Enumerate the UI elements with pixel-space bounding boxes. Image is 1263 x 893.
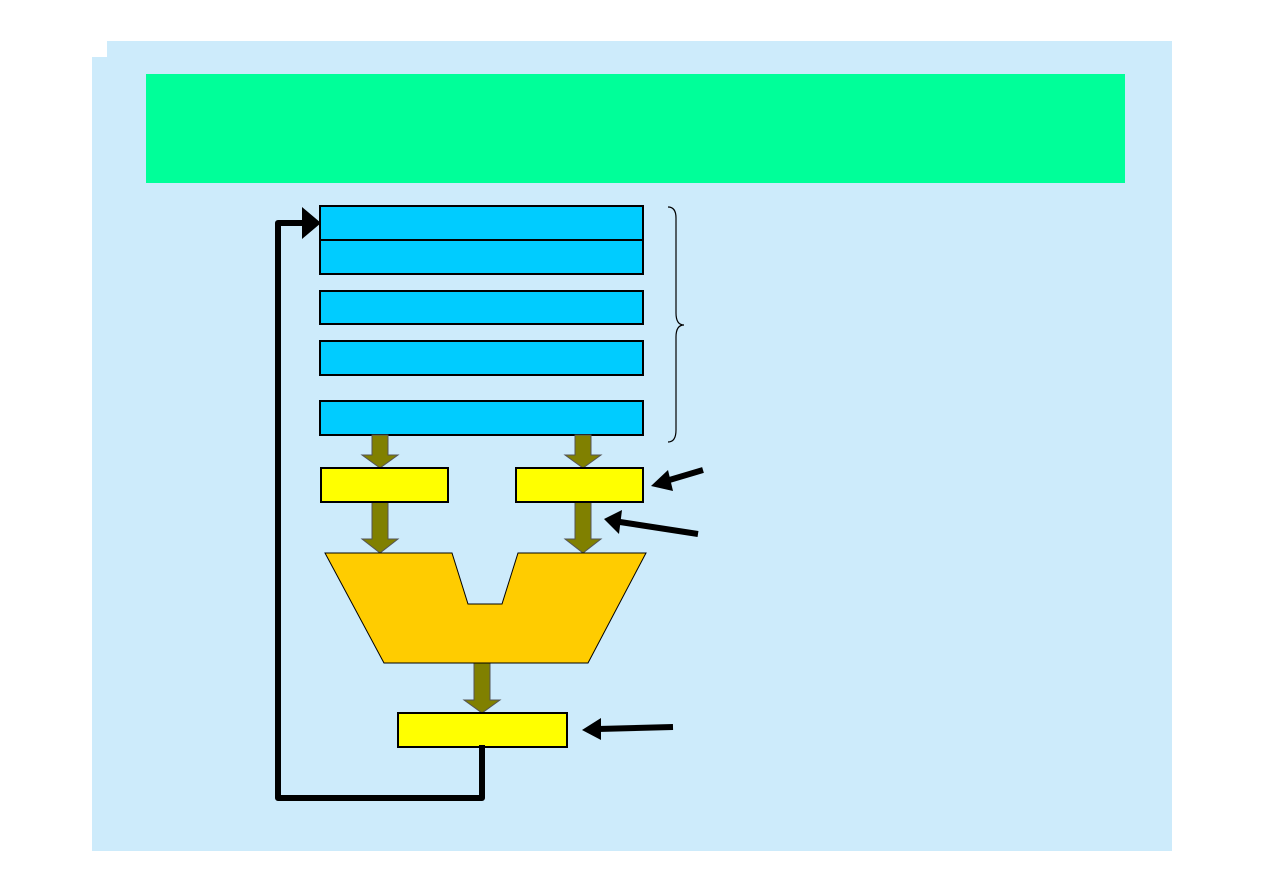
arrow-down-icon	[360, 501, 400, 554]
curly-brace-icon	[667, 206, 685, 443]
latch-a	[320, 467, 449, 503]
pointer-arrows	[582, 467, 704, 740]
title-bar	[146, 74, 1125, 183]
pointer-arrow-icon	[582, 718, 674, 740]
register-4	[319, 400, 644, 436]
arrow-down-icon	[462, 662, 502, 714]
register-1	[319, 239, 644, 275]
pointer-arrow-icon	[651, 467, 704, 491]
data-flow-arrows	[360, 434, 603, 714]
arrow-down-icon	[563, 501, 603, 554]
pointer-arrow-icon	[604, 510, 699, 537]
register-file	[319, 205, 644, 436]
register-2	[319, 290, 644, 325]
slide-background	[92, 41, 1172, 851]
arrow-down-icon	[360, 434, 400, 469]
feedback-arrow-icon	[275, 207, 485, 801]
alu-shape-icon	[324, 552, 647, 664]
latch-out	[397, 712, 568, 748]
register-0	[319, 205, 644, 241]
latch-b	[515, 467, 644, 503]
latches	[320, 467, 644, 748]
register-3	[319, 340, 644, 376]
arrow-down-icon	[563, 434, 603, 469]
